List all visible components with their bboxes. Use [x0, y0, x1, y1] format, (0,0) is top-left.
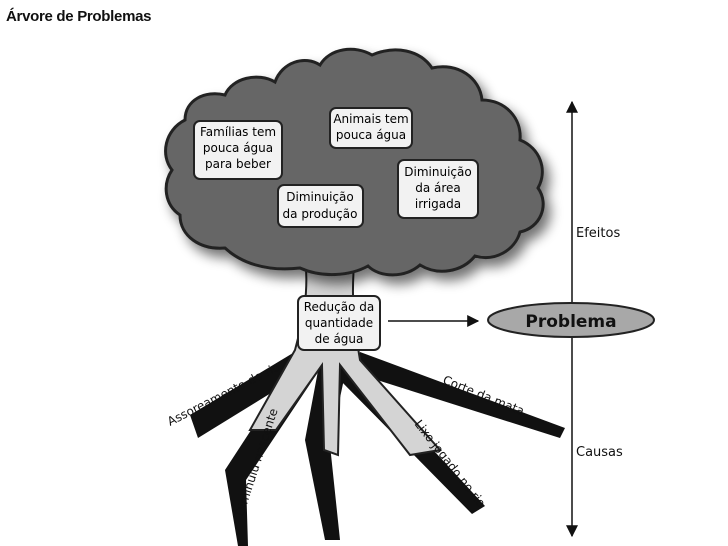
effect-text: irrigada: [415, 197, 461, 211]
effect-box-familias: Famílias tem pouca água para beber: [193, 120, 283, 180]
diagram-title: Árvore de Problemas: [6, 8, 152, 25]
effect-box-animais: Animais tem pouca água: [329, 107, 413, 149]
effects-label: Efeitos: [576, 226, 620, 241]
effect-text: pouca água: [203, 141, 273, 155]
causes-label: Causas: [576, 445, 623, 460]
effect-box-producao: Diminuição da produção: [277, 184, 364, 228]
root-corte: [352, 352, 565, 438]
effect-text: Diminuição: [286, 190, 353, 204]
effect-text: Diminuição: [404, 165, 471, 179]
effect-text: Famílias tem: [200, 125, 276, 139]
effect-text: pouca água: [336, 128, 406, 142]
effect-text: Animais tem: [333, 112, 408, 126]
trunk-text: de água: [315, 332, 364, 346]
effect-text: da produção: [283, 207, 358, 221]
effect-box-area: Diminuição da área irrigada: [397, 159, 479, 219]
trunk-box: Redução da quantidade de água: [297, 295, 381, 351]
effect-text: da área: [415, 181, 461, 195]
problem-label: Problema: [525, 312, 616, 332]
effect-text: para beber: [205, 157, 271, 171]
trunk-text: quantidade: [305, 316, 373, 330]
trunk-text: Redução da: [304, 300, 374, 314]
root-assoreamento: [190, 350, 305, 438]
problem-ellipse: Problema: [487, 302, 655, 338]
